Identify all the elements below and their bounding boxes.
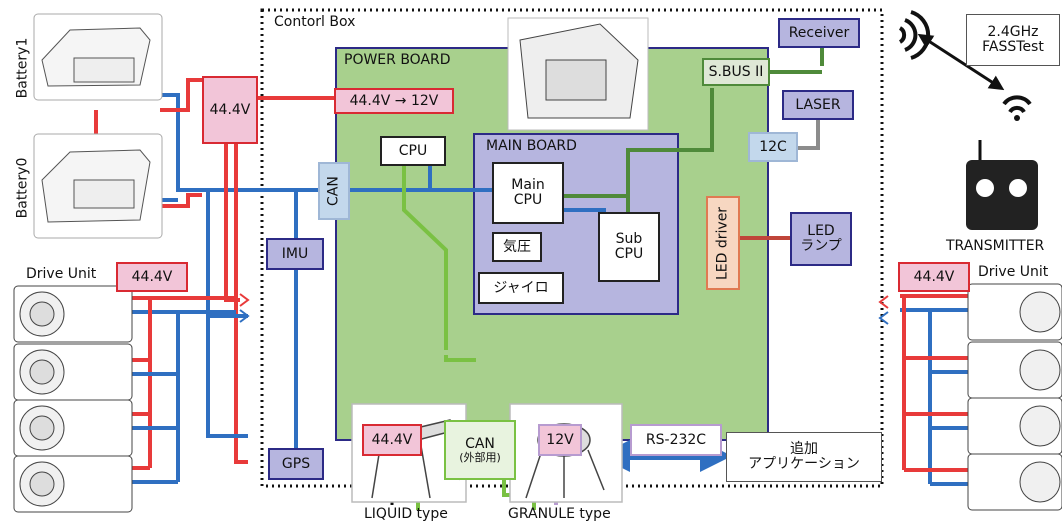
receiver-box: Receiver [778, 18, 860, 48]
led-driver-box: LED driver [706, 196, 740, 290]
gps-box: GPS [268, 448, 324, 480]
drive-unit-images-left [13, 285, 133, 513]
i2c-box: 12C [748, 132, 798, 162]
battery-voltage-box: 44.4V [202, 76, 258, 144]
drive-unit-images-right [967, 283, 1062, 511]
control-box-title: Contorl Box [274, 14, 356, 30]
granule-type-label: GRANULE type [508, 506, 611, 522]
battery1-label: Battery1 [14, 37, 31, 99]
right-drive-label: Drive Unit [978, 264, 1049, 280]
ext-44v-box: 44.4V [362, 424, 422, 456]
transmitter-freq-line1: 2.4GHz [987, 24, 1039, 41]
transmitter-label: TRANSMITTER [946, 238, 1045, 254]
battery1-image [33, 13, 163, 101]
can-external-label: CAN [465, 435, 495, 452]
battery0-image [33, 133, 163, 239]
battery0-label: Battery0 [14, 157, 31, 219]
additional-app-line2: アプリケーション [748, 456, 860, 472]
sub-cpu-box: Sub CPU [598, 212, 660, 282]
left-drive-voltage: 44.4V [116, 262, 188, 292]
power-board-title: POWER BOARD [344, 52, 451, 68]
additional-app-line1: 追加 [790, 441, 818, 458]
rs232c-box: RS-232C [630, 424, 722, 456]
led-lamp-box: LED ランプ [790, 212, 852, 266]
additional-app-box: 追加 アプリケーション [726, 432, 882, 482]
transmitter-freq-box: 2.4GHz FASSTest [966, 14, 1060, 66]
converter-box: 44.4V → 12V [334, 88, 454, 114]
main-board-title: MAIN BOARD [486, 138, 577, 154]
sbus-box: S.BUS II [702, 58, 770, 86]
ext-12v-box: 12V [538, 424, 582, 456]
can-external-sublabel: (外部用) [459, 450, 501, 464]
can-external-box: CAN (外部用) [444, 420, 516, 480]
right-drive-voltage: 44.4V [898, 262, 970, 292]
controller-device-image [507, 17, 649, 131]
laser-box: LASER [782, 90, 854, 120]
left-drive-label: Drive Unit [26, 266, 97, 282]
main-cpu-box: Main CPU [492, 162, 564, 224]
pressure-sensor-box: 気圧 [492, 232, 542, 262]
cpu-box: CPU [380, 136, 446, 166]
transmitter-icon [966, 140, 1038, 230]
imu-box: IMU [266, 238, 324, 270]
can-internal-box: CAN [318, 162, 350, 220]
liquid-type-label: LIQUID type [364, 506, 448, 522]
gyro-box: ジャイロ [478, 272, 564, 304]
transmitter-freq-line2: FASSTest [982, 39, 1044, 55]
wifi-icon [1002, 95, 1032, 114]
wifi-icon [898, 10, 931, 60]
